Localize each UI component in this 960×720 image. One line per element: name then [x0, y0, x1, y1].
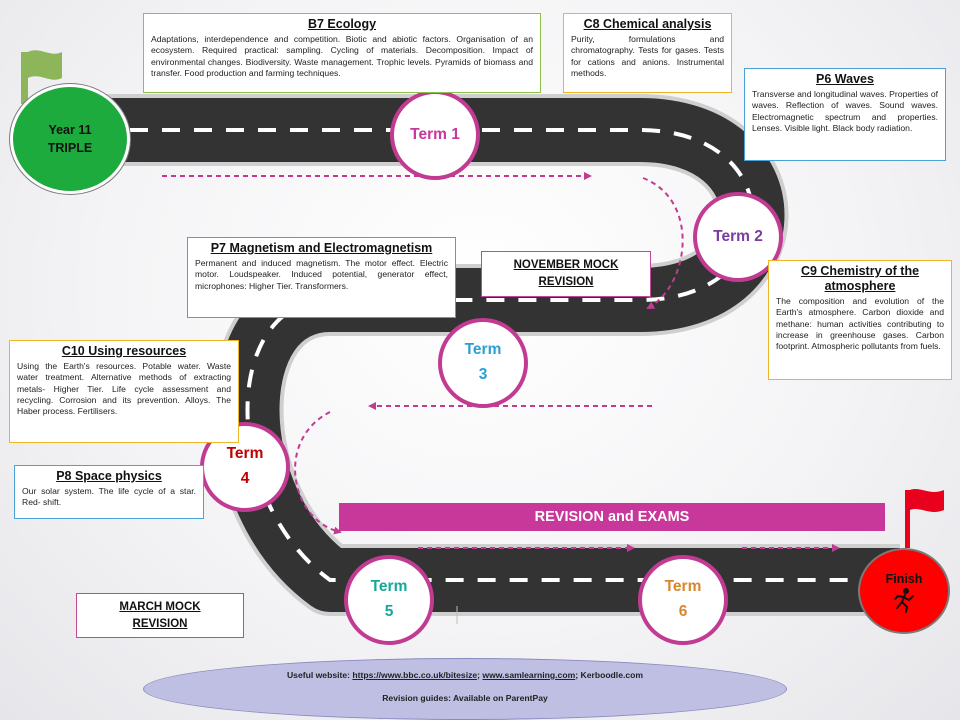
topic-title: C9 Chemistry of the atmosphere	[800, 264, 920, 293]
route-arrow-4	[294, 411, 342, 535]
road-lane-marking	[130, 128, 880, 582]
finish-flag-icon	[905, 489, 944, 548]
term-6-marker: Term 6	[638, 555, 728, 645]
topic-title: B7 Ecology	[307, 17, 377, 31]
topic-title: P7 Magnetism and Electromagnetism	[210, 241, 433, 255]
term-4-label: Term	[226, 445, 264, 463]
topic-body: Transverse and longitudinal waves. Prope…	[752, 89, 938, 134]
topic-body: Permanent and induced magnetism. The mot…	[195, 258, 448, 291]
revision-exams-label: REVISION and EXAMS	[534, 509, 690, 525]
start-line1: Year 11	[48, 122, 92, 137]
term-3-label: Term	[464, 341, 502, 359]
term-6-label: Term	[664, 578, 702, 596]
mock-line1: NOVEMBER MOCK	[513, 259, 619, 271]
mock-line2: REVISION	[538, 275, 594, 288]
footer-resources: Useful website: https://www.bbc.co.uk/bi…	[143, 658, 787, 720]
topic-box-p6-waves: P6 Waves Transverse and longitudinal wav…	[744, 68, 946, 161]
mock-line2: REVISION	[132, 617, 188, 630]
finish-marker: Finish	[858, 548, 950, 634]
topic-box-c9-atmosphere: C9 Chemistry of the atmosphere The compo…	[768, 260, 952, 380]
route-arrow-2	[642, 177, 684, 309]
november-mock-label: NOVEMBER MOCK REVISION	[481, 251, 651, 297]
term-4-marker: Term 4	[200, 422, 290, 512]
topic-body: Adaptations, interdependence and competi…	[151, 34, 533, 79]
topic-body: Using the Earth's resources. Potable wat…	[17, 361, 231, 417]
term-3-marker: Term 3	[438, 318, 528, 408]
term-5-number: 5	[384, 603, 394, 620]
term-1-marker: Term 1	[390, 90, 480, 180]
topic-title: P6 Waves	[816, 72, 874, 86]
topic-box-b7-ecology: B7 Ecology Adaptations, interdependence …	[143, 13, 541, 93]
samlearning-link[interactable]: www.samlearning.com	[482, 670, 576, 680]
term-5-marker: Term 5	[344, 555, 434, 645]
mock-line1: MARCH MOCK	[119, 601, 201, 613]
start-line2: TRIPLE	[47, 141, 93, 155]
term-1-label: Term 1	[410, 125, 460, 143]
topic-title: P8 Space physics	[56, 469, 162, 483]
term-6-number: 6	[678, 603, 688, 620]
link-separator: ;	[477, 670, 483, 680]
revision-guides-line: Revision guides: Available on ParentPay	[382, 693, 548, 703]
topic-body: Purity, formulations and chromatography.…	[571, 34, 724, 79]
topic-box-c10-resources: C10 Using resources Using the Earth's re…	[9, 340, 239, 443]
topic-box-p7-magnetism: P7 Magnetism and Electromagnetism Perman…	[187, 237, 456, 318]
start-marker: Year 11 TRIPLE	[10, 84, 130, 194]
bbc-bitesize-link[interactable]: https://www.bbc.co.uk/bitesize	[352, 670, 478, 680]
term-2-label: Term 2	[713, 227, 763, 245]
topic-body: The composition and evolution of the Ear…	[776, 296, 944, 352]
websites-prefix: Useful website:	[286, 670, 353, 680]
websites-suffix: ; Kerboodle.com	[575, 670, 644, 680]
term-4-number: 4	[240, 470, 250, 487]
topic-box-c8-chemical-analysis: C8 Chemical analysis Purity, formulation…	[563, 13, 732, 93]
revision-exams-banner: REVISION and EXAMS	[339, 503, 885, 531]
topic-title: C8 Chemical analysis	[583, 17, 712, 31]
finish-label: Finish	[885, 572, 923, 586]
topic-box-p8-space: P8 Space physics Our solar system. The l…	[14, 465, 204, 519]
term-3-number: 3	[478, 366, 488, 383]
runner-icon	[894, 588, 914, 613]
march-mock-label: MARCH MOCK REVISION	[76, 593, 244, 638]
useful-websites-line: Useful website: https://www.bbc.co.uk/bi…	[144, 670, 786, 680]
start-flag-icon	[21, 50, 62, 104]
topic-title: C10 Using resources	[61, 344, 187, 358]
topic-body: Our solar system. The life cycle of a st…	[22, 486, 196, 508]
term-5-label: Term	[370, 578, 408, 596]
